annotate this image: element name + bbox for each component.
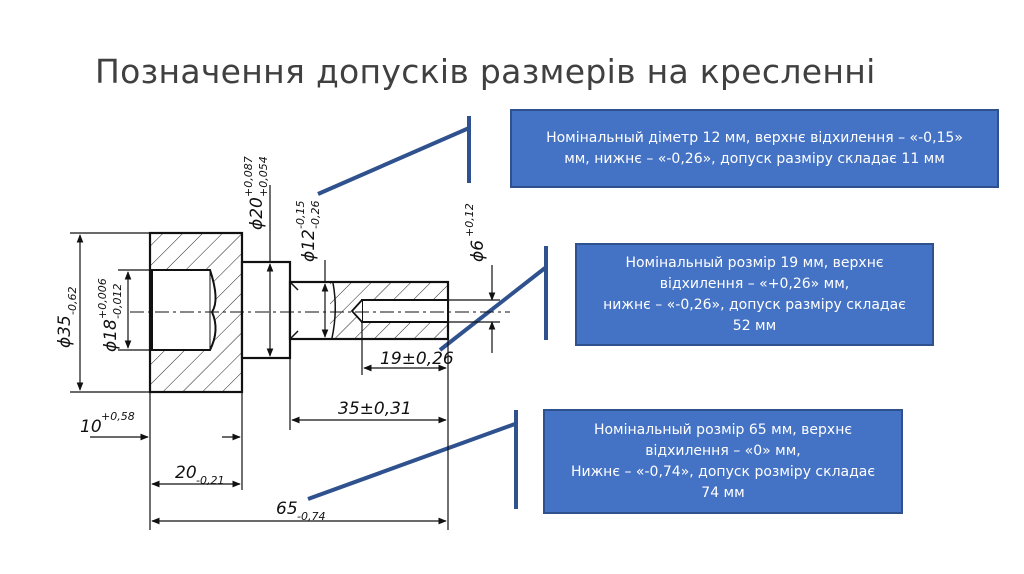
- callout-line: нижнє – «-0,26», допуск разміру складає: [603, 296, 906, 313]
- callout-line: Номінальный розмір 19 мм, верхнє: [625, 254, 884, 271]
- dim-d12-upper: -0,15: [294, 201, 307, 229]
- dim-d20-main: ϕ20: [247, 197, 267, 230]
- dim-l20: 20 -0,21: [175, 463, 224, 487]
- dim-l20-lower: -0,21: [196, 474, 224, 487]
- callout-line: 74 мм: [701, 484, 745, 501]
- callout-diameter-12: Номінальный діметр 12 мм, верхнє відхиле…: [510, 109, 999, 188]
- dim-d6-main: ϕ6: [468, 240, 488, 262]
- dim-d6: ϕ6 +0,12: [463, 203, 488, 262]
- dim-d35-lower: -0,62: [66, 287, 79, 315]
- callout-length-65: Номінальный розмір 65 мм, верхнє відхиле…: [543, 409, 903, 514]
- dim-d35: ϕ35 -0,62: [55, 287, 79, 348]
- dim-l19: 19±0,26: [380, 349, 454, 369]
- callout-line: Номінальный діметр 12 мм, верхнє відхиле…: [546, 129, 963, 146]
- dim-d18-lower: -0,012: [111, 284, 124, 319]
- dimension-lines: [70, 185, 500, 530]
- shaft-step-20: [240, 260, 292, 360]
- dim-l65: 65 -0,74: [276, 499, 325, 523]
- dim-d18-main: ϕ18: [101, 319, 121, 352]
- callout-line: мм, нижнє – «-0,26», допуск разміру скла…: [564, 150, 945, 167]
- hole-6: [361, 299, 449, 323]
- leader-lines: [307, 116, 548, 509]
- dim-l35: 35±0,31: [338, 399, 412, 419]
- callout-line: відхилення – «+0,26» мм,: [659, 275, 850, 292]
- leader-line-1: [317, 126, 470, 196]
- dim-d20-lower: +0,054: [257, 156, 270, 197]
- dim-l10: 10 +0,58: [80, 410, 135, 437]
- dim-d12-main: ϕ12: [299, 229, 319, 262]
- dim-d12: ϕ12 -0,15 -0,26: [294, 201, 322, 262]
- dim-l10-upper: +0,58: [101, 410, 135, 423]
- callout-line: відхилення – «0» мм,: [645, 442, 801, 459]
- callout-line: Номінальный розмір 65 мм, верхнє: [593, 421, 853, 438]
- dim-d18-upper: +0,006: [96, 278, 109, 319]
- dim-d20-upper: +0,087: [242, 156, 255, 197]
- dim-l65-lower: -0,74: [297, 510, 325, 523]
- callout-line: 52 мм: [732, 317, 777, 334]
- dim-d12-lower: -0,26: [309, 201, 322, 229]
- dim-l10-main: 10: [80, 417, 102, 437]
- dim-d6-upper: +0,12: [463, 203, 476, 237]
- dim-l20-main: 20: [175, 463, 197, 483]
- dimension-labels: ϕ35 -0,62 ϕ18 +0,006 -0,012 ϕ20 +0,087 +…: [55, 156, 488, 523]
- callout-line: Нижнє – «-0,74», допуск розміру складає: [570, 463, 876, 480]
- callout-length-19: Номінальный розмір 19 мм, верхнє відхиле…: [575, 243, 934, 346]
- leader-line-2: [438, 266, 547, 352]
- slide-title: Позначення допусків размерів на кресленн…: [95, 52, 876, 91]
- dim-d20: ϕ20 +0,087 +0,054: [242, 156, 270, 230]
- leader-line-3: [307, 422, 516, 501]
- dim-d18: ϕ18 +0,006 -0,012: [96, 278, 124, 352]
- dim-d35-main: ϕ35: [55, 315, 75, 348]
- dim-l65-main: 65: [276, 499, 298, 519]
- bore: [151, 269, 217, 351]
